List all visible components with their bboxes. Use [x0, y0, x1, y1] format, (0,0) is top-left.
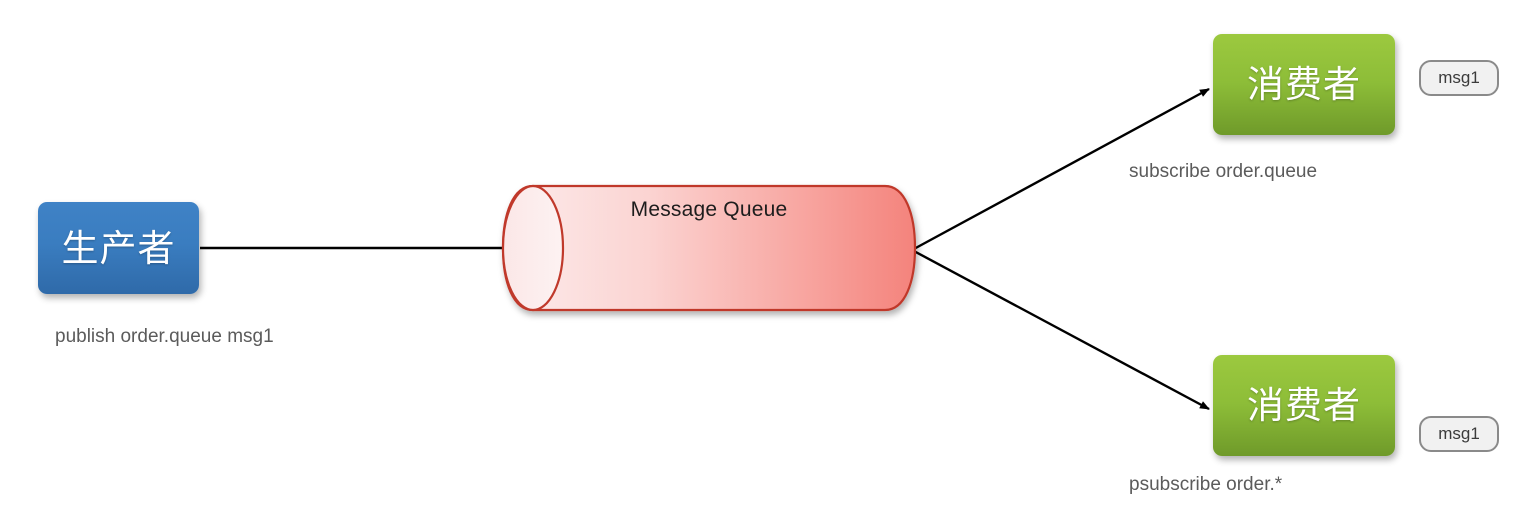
producer-caption: publish order.queue msg1	[55, 326, 274, 347]
consumer-label-1: 消费者	[1247, 63, 1361, 106]
consumer-caption-2: psubscribe order.*	[1129, 474, 1283, 495]
consumer-label-2: 消费者	[1247, 384, 1361, 427]
message-badge-2[interactable]: msg1	[1419, 416, 1499, 452]
message-queue-node[interactable]: Message Queue	[501, 184, 917, 312]
queue-cylinder-shape	[501, 184, 917, 312]
message-badge-1[interactable]: msg1	[1419, 60, 1499, 96]
producer-node[interactable]: 生产者	[38, 202, 199, 294]
arrow-queue-to-consumer-2	[911, 248, 1210, 411]
consumer-caption-1: subscribe order.queue	[1129, 161, 1318, 182]
consumer-node-2[interactable]: 消费者	[1213, 355, 1395, 456]
producer-label: 生产者	[61, 226, 176, 270]
consumer-node-1[interactable]: 消费者	[1213, 34, 1395, 135]
